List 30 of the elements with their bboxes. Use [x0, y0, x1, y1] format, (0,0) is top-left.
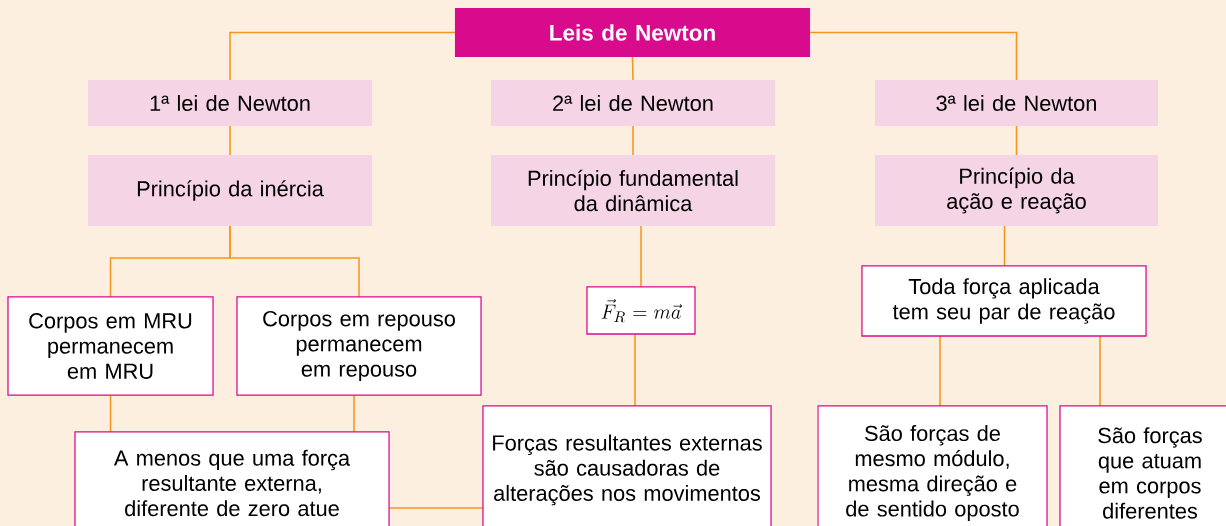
connector-line: [632, 125, 634, 156]
connector-line: [388, 507, 484, 509]
law-box: 1ª lei de Newton: [88, 80, 373, 126]
principle-box: Princípio da ação e reação: [874, 155, 1159, 226]
principle-box: Princípio da inércia: [88, 155, 373, 226]
connector-line: [229, 31, 456, 81]
connector-line: [640, 225, 642, 288]
title-box: Leis de Newton: [454, 8, 811, 57]
law-box: 3ª lei de Newton: [874, 80, 1159, 126]
concept-box: A menos que uma força resultante externa, diferente de zero atue: [74, 431, 390, 526]
connector-line: [1099, 335, 1101, 407]
concept-box: São forças que atuam em corpos diferentes: [1059, 405, 1226, 526]
connector-line: [634, 333, 636, 407]
law-box: 2ª lei de Newton: [490, 80, 776, 126]
concept-box: Corpos em MRU permanecem em MRU: [7, 296, 214, 396]
principle-box: Princípio fundamental da dinâmica: [490, 155, 776, 226]
connector-line: [1003, 225, 1006, 267]
concept-box: Corpos em repouso permanecem em repouso: [236, 296, 482, 396]
connector-line: [229, 225, 360, 298]
connector-line: [229, 125, 231, 156]
formula-box: $\vec{F}_{R} = m\vec{a}$: [586, 286, 696, 335]
concept-box: Forças resultantes externas são causadoras de alterações nos movimentos: [482, 405, 772, 526]
connector-line: [353, 394, 355, 433]
concept-box: Toda força aplicada tem seu par de reação: [861, 265, 1147, 337]
concept-box: São forças de mesmo módulo, mesma direção e de sentido oposto: [817, 405, 1048, 526]
connector-line: [939, 335, 941, 407]
connector-line: [809, 31, 1018, 81]
connector-line: [1015, 125, 1018, 156]
connector-line: [631, 56, 634, 81]
connector-line: [109, 394, 112, 433]
